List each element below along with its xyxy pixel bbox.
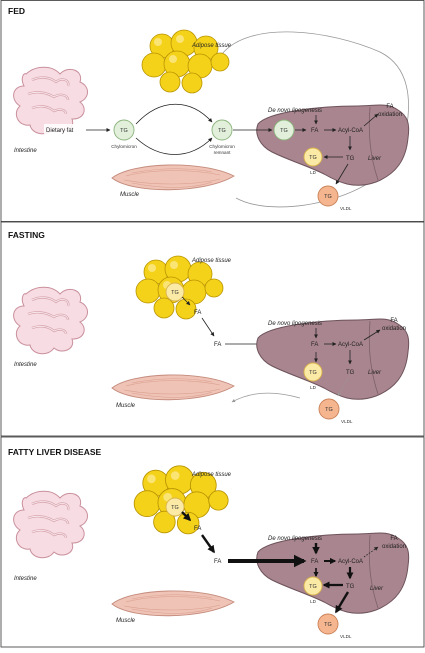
vldl-label: VLDL	[340, 206, 352, 211]
muscle-label: Muscle	[116, 618, 136, 624]
panel-title: FATTY LIVER DISEASE	[8, 447, 102, 457]
adipose-fa-node: FA	[194, 310, 201, 316]
fa-oxidation-2: oxidation	[382, 544, 406, 550]
liver-tg-node: TG	[346, 370, 355, 376]
acylcoa-node: Acyl-CoA	[338, 559, 363, 565]
vldl-label: VLDL	[340, 634, 352, 639]
intestine-label: Intestine	[14, 362, 37, 368]
adipose-label: Adipose tissue	[191, 43, 232, 49]
liver-tg-node: TG	[346, 156, 355, 162]
fa-node: FA	[311, 342, 318, 348]
remnant-label-2: remnant	[214, 150, 232, 155]
svg-text:TG: TG	[309, 370, 317, 376]
svg-text:TG: TG	[325, 407, 333, 413]
liver-label: Liver	[370, 586, 384, 592]
muscle-label: Muscle	[120, 192, 140, 198]
panel-fatty-liver: FATTY LIVER DISEASE Intestine Adipose ti…	[1, 437, 424, 647]
fa-oxidation-1: FA	[390, 536, 397, 542]
liver-tg-node: TG	[346, 584, 355, 590]
ld-label: LD	[310, 170, 317, 175]
adipose-fa-node: FA	[194, 526, 201, 532]
fa-oxidation-1: FA	[386, 104, 393, 110]
ld-label: LD	[310, 599, 317, 604]
chylomicron-label: Chylomicron	[111, 144, 137, 149]
circulating-fa: FA	[214, 559, 221, 565]
fa-oxidation-1: FA	[390, 318, 397, 324]
dnl-label: De novo lipogenesis	[268, 108, 322, 114]
svg-text:TG: TG	[324, 194, 332, 200]
circulating-fa: FA	[214, 342, 221, 348]
svg-text:TG: TG	[309, 584, 317, 590]
svg-text:TG: TG	[120, 128, 128, 134]
ld-label: LD	[310, 385, 317, 390]
fa-node: FA	[311, 559, 318, 565]
svg-text:TG: TG	[218, 128, 226, 134]
liver-label: Liver	[368, 156, 382, 162]
intestine-label: Intestine	[14, 148, 37, 154]
liver-label: Liver	[368, 370, 382, 376]
panel-title: FASTING	[8, 230, 45, 240]
intestine-label: Intestine	[14, 576, 37, 582]
muscle-label: Muscle	[116, 403, 136, 409]
fa-oxidation-2: oxidation	[378, 112, 402, 118]
acylcoa-node: Acyl-CoA	[338, 342, 363, 348]
dnl-label: De novo lipogenesis	[268, 536, 322, 542]
acylcoa-node: Acyl-CoA	[338, 128, 363, 134]
remnant-label-1: Chylomicron	[209, 144, 235, 149]
fa-oxidation-2: oxidation	[382, 326, 406, 332]
panel-title: FED	[8, 6, 25, 16]
fa-node: FA	[311, 128, 318, 134]
vldl-label: VLDL	[341, 419, 353, 424]
svg-text:TG: TG	[309, 155, 317, 161]
svg-text:TG: TG	[324, 622, 332, 628]
svg-text:TG: TG	[171, 505, 179, 511]
panel-fasting: FASTING Intestine Adipose tissue TG FA F…	[1, 222, 424, 436]
dietary-fat-label: Dietary fat	[46, 128, 74, 134]
svg-text:TG: TG	[171, 290, 179, 296]
adipose-label: Adipose tissue	[191, 258, 232, 264]
adipose-label: Adipose tissue	[191, 472, 232, 478]
svg-text:TG: TG	[280, 128, 288, 134]
panel-fed: FED Intestine Adipose tissue Muscle Live…	[1, 1, 424, 222]
dnl-label: De novo lipogenesis	[268, 321, 322, 327]
